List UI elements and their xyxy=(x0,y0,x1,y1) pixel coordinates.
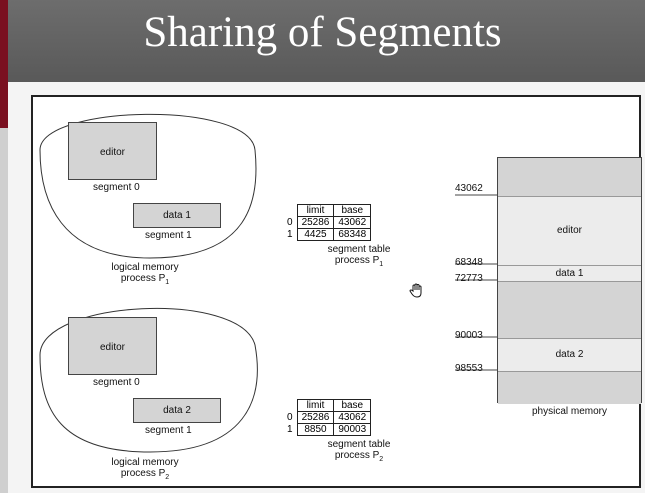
physical-memory-column: editor data 1 data 2 xyxy=(497,157,642,404)
segment-table-2: limit base 0 25286 43062 1 8850 90003 xyxy=(287,399,372,436)
address-label: 68348 xyxy=(455,257,483,268)
row-index: 1 xyxy=(287,229,293,240)
table-row: 1 8850 90003 xyxy=(287,423,372,436)
row-index: 0 xyxy=(287,412,293,423)
process1-data-label: data 1 xyxy=(163,210,191,221)
process2-editor-segment: editor xyxy=(68,317,157,375)
segment-table-1: limit base 0 25286 43062 1 4425 68348 xyxy=(287,204,372,241)
table-row: 0 25286 43062 xyxy=(287,411,372,424)
process1-editor-label: editor xyxy=(99,147,125,158)
hand-cursor-icon xyxy=(409,283,422,298)
table-header-row: limit base xyxy=(287,204,372,217)
limit-cell: 8850 xyxy=(296,423,335,436)
accent-strip xyxy=(0,0,8,128)
segtable1-caption-line2: process P1 xyxy=(334,255,384,268)
segtable1-caption-line1: segment table xyxy=(327,244,391,255)
data1-memory-block: data 1 xyxy=(498,265,641,281)
process1-caption-line2: process P1 xyxy=(120,273,170,286)
base-cell: 68348 xyxy=(333,228,372,241)
process1-segment0-name: segment 0 xyxy=(93,182,140,193)
process1-blob-outline xyxy=(39,113,257,259)
limit-cell: 4425 xyxy=(296,228,335,241)
process2-segment0-name: segment 0 xyxy=(93,377,140,388)
process2-blob-outline xyxy=(39,307,258,453)
memory-block xyxy=(498,158,641,196)
memory-block xyxy=(498,281,641,338)
process2-data-label: data 2 xyxy=(163,405,191,416)
slide-title: Sharing of Segments xyxy=(143,9,502,56)
process2-caption-line2: process P2 xyxy=(120,468,170,481)
memory-block xyxy=(498,371,641,404)
title-bar xyxy=(0,0,645,82)
segtable2-caption-line1: segment table xyxy=(327,439,391,450)
base-cell: 90003 xyxy=(333,423,372,436)
memory-data2-label: data 2 xyxy=(555,349,584,360)
process1-editor-segment: editor xyxy=(68,122,157,180)
process1-segment1-name: segment 1 xyxy=(145,230,192,241)
row-index: 0 xyxy=(287,217,293,228)
process2-editor-label: editor xyxy=(99,342,125,353)
process1-data-segment: data 1 xyxy=(133,203,221,228)
data2-memory-block: data 2 xyxy=(498,338,641,371)
address-label: 90003 xyxy=(455,330,483,341)
memory-data1-label: data 1 xyxy=(555,268,584,279)
address-label: 98553 xyxy=(455,363,483,374)
process1-caption-line1: logical memory xyxy=(111,262,179,273)
address-label: 72773 xyxy=(455,273,483,284)
left-margin xyxy=(0,128,8,493)
memory-editor-label: editor xyxy=(556,225,582,236)
table-row: 1 4425 68348 xyxy=(287,228,372,241)
row-index: 1 xyxy=(287,424,293,435)
table-row: 0 25286 43062 xyxy=(287,216,372,229)
physical-memory-caption: physical memory xyxy=(531,406,608,417)
editor-memory-block: editor xyxy=(498,196,641,265)
process2-segment1-name: segment 1 xyxy=(145,425,192,436)
segtable2-caption-line2: process P2 xyxy=(334,450,384,463)
address-label: 43062 xyxy=(455,183,483,194)
process2-caption-line1: logical memory xyxy=(111,457,179,468)
process2-data-segment: data 2 xyxy=(133,398,221,423)
